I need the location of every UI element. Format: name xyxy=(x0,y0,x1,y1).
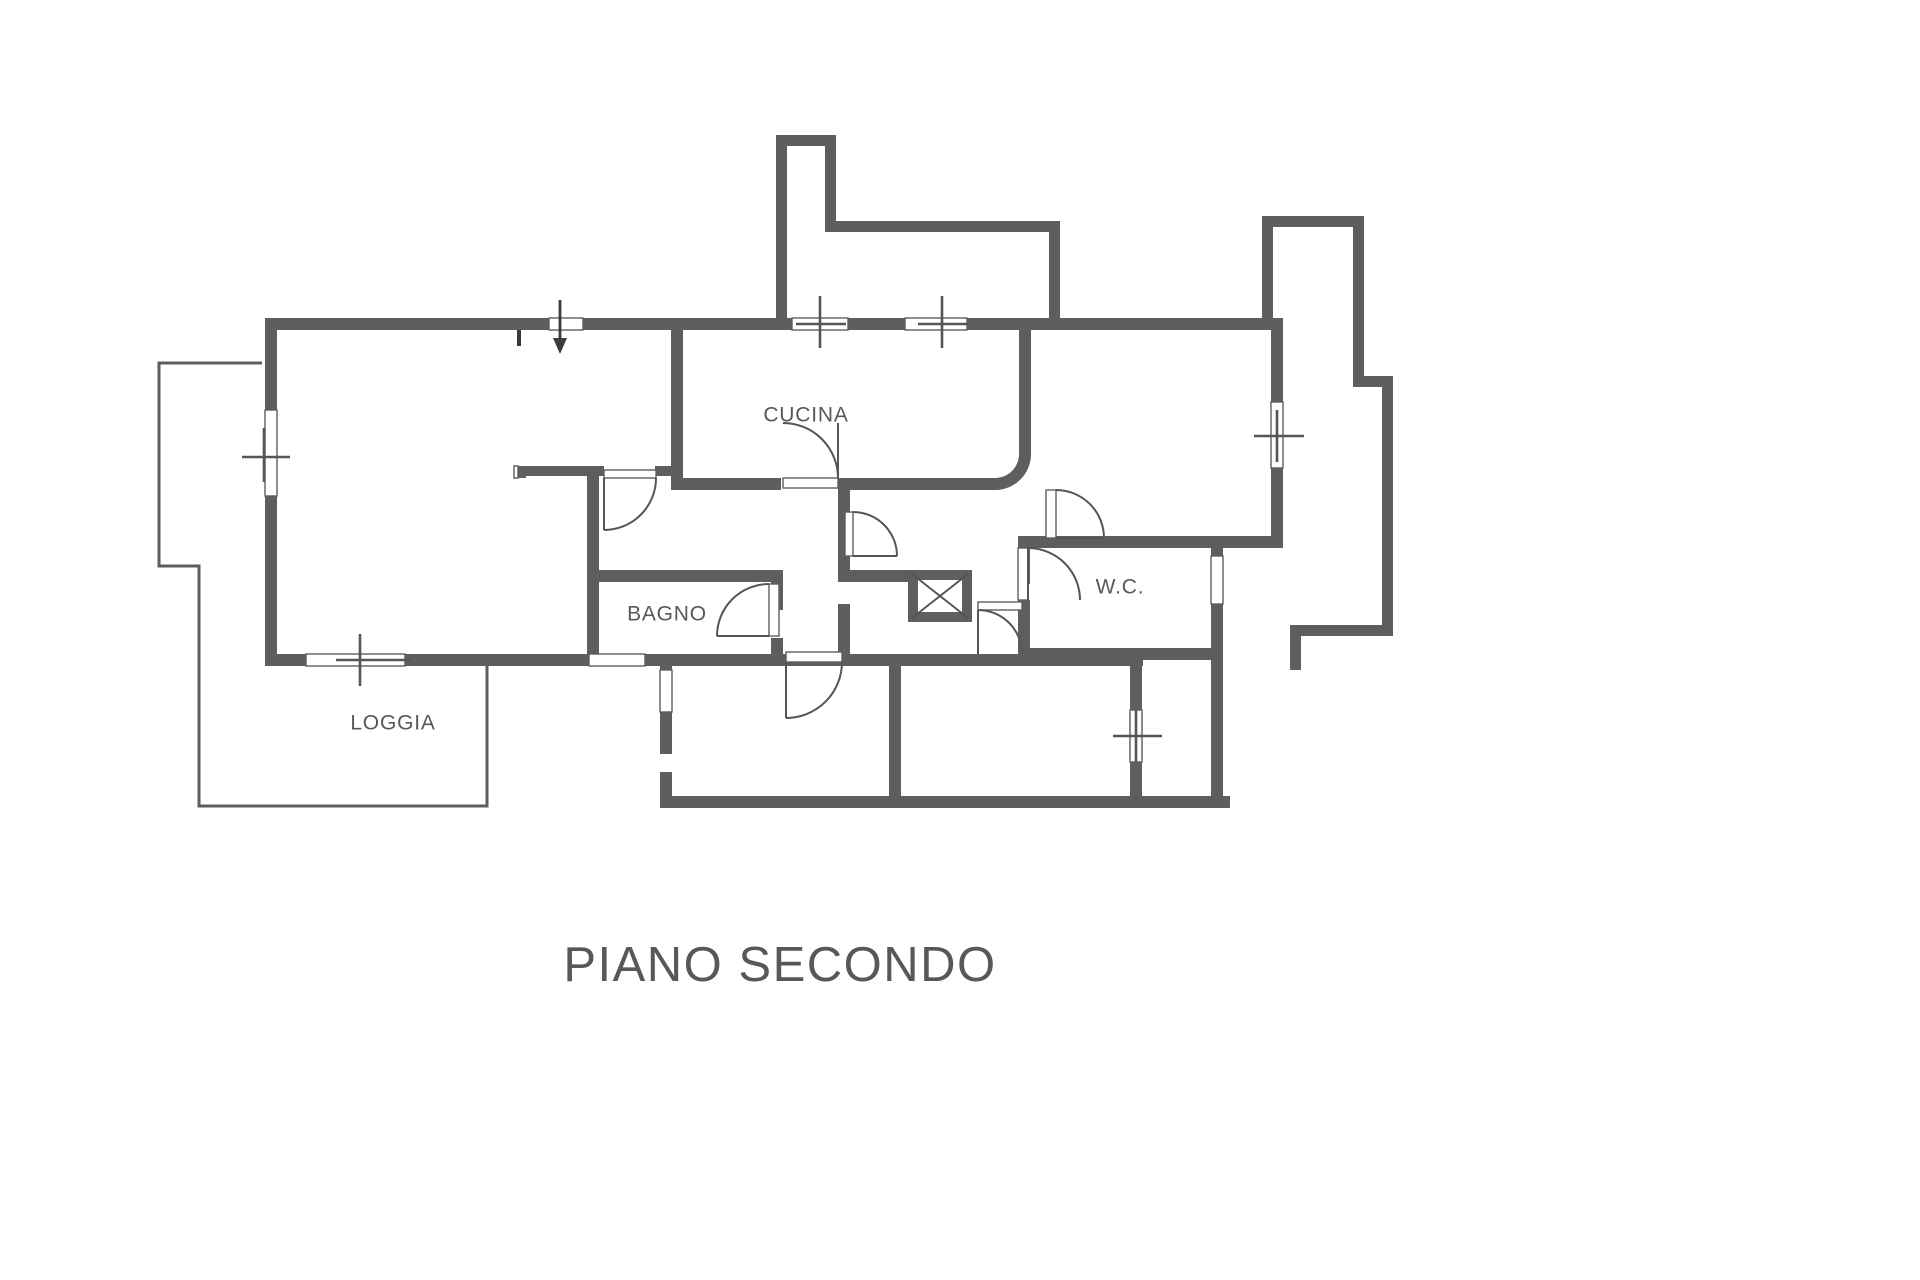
door-opening-bagno xyxy=(768,583,780,637)
wall-bottom-left-b xyxy=(404,654,590,666)
wall-lower-mid-vert xyxy=(889,654,901,808)
wall-shaft-top xyxy=(908,570,972,580)
wall-lower-bottom xyxy=(660,796,1230,808)
wall-right-ext-bottom xyxy=(1217,536,1283,548)
wall-corridor-top-right xyxy=(655,466,683,476)
wall-main-top-a xyxy=(265,318,525,330)
wall-topright-step-out xyxy=(1353,376,1393,387)
wall-cucina-bottom-a xyxy=(671,478,781,490)
window-top-living xyxy=(548,317,584,331)
window-cross-group xyxy=(242,296,1304,762)
window-left-living xyxy=(264,409,278,497)
wall-bottom-left-c xyxy=(643,654,895,666)
wall-right-ext-upper xyxy=(1271,318,1283,402)
shaft-diag-2 xyxy=(911,573,969,619)
door-opening-corridor-small xyxy=(513,465,519,479)
wall-main-top-c xyxy=(582,318,792,330)
thin-outline-group xyxy=(157,361,489,808)
wall-lower-top-right xyxy=(895,654,1143,666)
door-arc-lower-left xyxy=(785,661,843,719)
wall-wc-left-lower xyxy=(1018,600,1030,648)
entry-arrow-icon xyxy=(517,300,567,354)
door-opening-lower-left xyxy=(785,651,843,663)
window-lower-left-room xyxy=(659,669,673,713)
left-projection-outline xyxy=(157,361,489,808)
door-arc-wc xyxy=(1027,547,1081,601)
wall-chimney-left xyxy=(776,135,787,325)
door-arc-bagno xyxy=(716,583,770,637)
door-arc-cucina xyxy=(782,422,839,479)
window-bottom-hall xyxy=(588,653,646,667)
wall-shaft-bottom xyxy=(908,612,972,622)
wall-topright-top xyxy=(1262,216,1364,227)
wall-corridor-top-left xyxy=(514,466,604,476)
wall-center-horiz xyxy=(838,570,910,582)
door-opening-hall-right xyxy=(1045,489,1057,539)
door-opening-corridor-mid xyxy=(844,511,854,557)
label-wc: W.C. xyxy=(1096,576,1145,599)
room-label-group: CUCINA BAGNO W.C. LOGGIA xyxy=(350,404,1145,735)
wall-center-vert-lower xyxy=(838,604,850,656)
wall-bagno-right-lower xyxy=(771,638,783,666)
ventilation-shaft-icon xyxy=(911,573,969,619)
wall-main-left-lower xyxy=(265,495,277,660)
wall-chimney-step xyxy=(825,221,1060,232)
door-opening-corridor-left xyxy=(603,469,657,479)
label-loggia: LOGGIA xyxy=(350,712,435,735)
wall-lower-right-vert xyxy=(1130,660,1142,712)
wall-group xyxy=(265,135,1393,808)
door-group xyxy=(513,422,1105,719)
wall-wc-right-lower xyxy=(1211,602,1223,648)
wall-main-left-upper xyxy=(265,318,277,410)
wall-main-top-b xyxy=(525,318,550,330)
door-opening-shaft-hall xyxy=(977,601,1023,611)
window-wc-right xyxy=(1210,555,1224,605)
door-opening-wc xyxy=(1017,547,1029,601)
door-opening-cucina xyxy=(782,477,839,489)
entry-arrow-head xyxy=(553,338,567,354)
wall-right-ext-lower xyxy=(1271,468,1283,536)
door-arc-corridor-mid xyxy=(852,511,898,557)
wall-bagno-top xyxy=(587,570,783,582)
wall-cucina-bottom-b xyxy=(838,478,983,490)
wall-bottom-left-a xyxy=(265,654,307,666)
wall-topright-left-upper xyxy=(1262,216,1273,325)
wall-lower-right-bottom xyxy=(1130,796,1223,808)
door-arc-hall-right xyxy=(1055,489,1105,539)
wall-wc-right-upper xyxy=(1211,536,1223,558)
wall-stub-corridor xyxy=(838,648,850,658)
wall-topright-bottom-down xyxy=(1290,625,1301,670)
wall-cucina-left xyxy=(671,318,683,490)
label-cucina: CUCINA xyxy=(763,404,848,427)
wall-corridor-vert-mid xyxy=(587,466,599,656)
wall-chimney-top xyxy=(776,135,836,146)
wall-shaft-left xyxy=(908,570,918,622)
door-arc-corridor-left xyxy=(603,477,657,531)
entry-jamb-mark xyxy=(517,330,521,346)
label-bagno: BAGNO xyxy=(627,603,707,626)
wall-chimney-right xyxy=(825,135,836,221)
wall-shaft-right xyxy=(962,570,972,622)
wall-main-top-e xyxy=(966,318,1282,330)
wall-topright-far-right xyxy=(1382,376,1393,636)
page-title: PIANO SECONDO xyxy=(563,938,996,992)
wall-topright-bottom-step xyxy=(1290,625,1393,636)
wall-cucina-curve xyxy=(983,318,1031,490)
wall-main-top-d xyxy=(848,318,906,330)
wall-lower-right-ext xyxy=(1211,660,1223,808)
wall-topright-right-upper xyxy=(1353,216,1364,376)
door-arc-shaft-hall xyxy=(977,609,1023,655)
wall-upper-right-down xyxy=(1049,221,1060,325)
